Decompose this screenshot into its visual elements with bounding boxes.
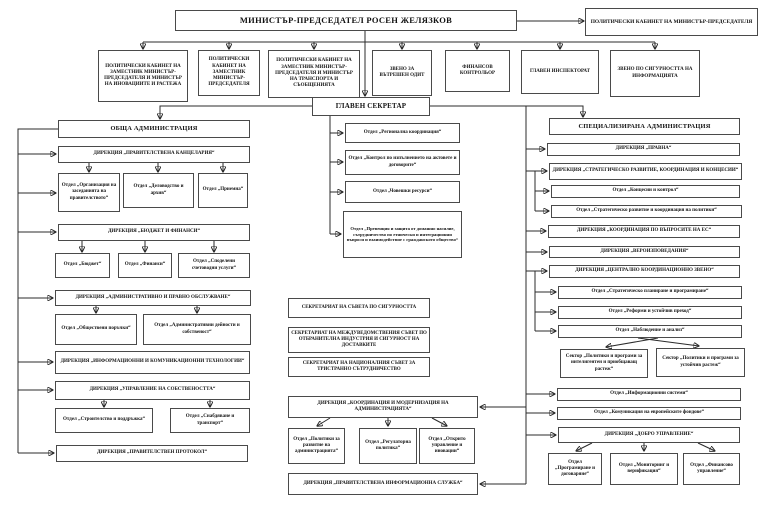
box-dep-records-archive: Отдел „Деловодство и архив“ (123, 173, 194, 208)
box-secretary-general: ГЛАВЕН СЕКРЕТАР (312, 97, 430, 116)
box-dep-strategic-policy-coordination: Отдел „Стратегическо развитие и координа… (551, 205, 742, 218)
box-dep-budget: Отдел „Бюджет“ (55, 253, 110, 278)
box-dir-religious-denominations: ДИРЕКЦИЯ „ВЕРОИЗПОВЕДАНИЯ“ (549, 246, 740, 258)
box-dep-reforms-sustainable-transition: Отдел „Реформи и устойчив преход“ (558, 306, 742, 319)
box-dep-admin-development-policies: Отдел „Политики за развитие на администр… (288, 428, 345, 464)
box-dir-eu-affairs-coordination: ДИРЕКЦИЯ „КООРДИНАЦИЯ ПО ВЪПРОСИТЕ НА ЕС… (548, 225, 740, 238)
box-dep-regional-coordination: Отдел „Регионална координация“ (345, 123, 460, 143)
box-dir-government-chancellery: ДИРЕКЦИЯ „ПРАВИТЕЛСТВЕНА КАНЦЕЛАРИЯ“ (58, 146, 250, 163)
box-dep-monitoring-analysis: Отдел „Наблюдение и анализ“ (558, 325, 742, 338)
box-dep-strategic-planning-programming: Отдел „Стратегическо планиране и програм… (558, 286, 742, 299)
box-chief-inspectorate: ГЛАВЕН ИНСПЕКТОРАТ (521, 50, 599, 94)
box-dep-finance: Отдел „Финанси“ (118, 253, 172, 278)
box-dep-acts-contracts-control: Отдел „Контрол по изпълнението на актове… (345, 150, 460, 175)
box-dep-public-procurement: Отдел „Обществени поръчки“ (55, 314, 137, 345)
box-cabinet-transport: ПОЛИТИЧЕСКИ КАБИНЕТ НА ЗАМЕСТНИК МИНИСТЪ… (268, 50, 360, 98)
box-dir-admin-modernization: ДИРЕКЦИЯ „КООРДИНАЦИЯ И МОДЕРНИЗАЦИЯ НА … (288, 396, 478, 418)
box-dir-government-protocol: ДИРЕКЦИЯ „ПРАВИТЕЛСТВЕН ПРОТОКОЛ“ (56, 445, 248, 462)
box-general-administration-header: ОБЩА АДМИНИСТРАЦИЯ (58, 120, 250, 138)
box-cabinet-innovation-growth: ПОЛИТИЧЕСКИ КАБИНЕТ НА ЗАМЕСТНИК МИНИСТЪ… (98, 50, 188, 102)
box-dep-eu-funds-communication: Отдел „Комуникация на европейските фондо… (557, 407, 741, 420)
box-dep-information-systems: Отдел „Информационни системи“ (557, 388, 741, 401)
box-dep-construction-maintenance: Отдел „Строителство и поддръжка“ (55, 408, 153, 433)
box-information-security-unit: ЗВЕНО ПО СИГУРНОСТТА НА ИНФОРМАЦИЯТА (610, 50, 700, 97)
box-dep-human-resources: Отдел „Човешки ресурси“ (345, 181, 460, 203)
box-financial-controller: ФИНАНСОВ КОНТРОЛЬОР (445, 50, 510, 92)
box-secretariat-defence-industry: СЕКРЕТАРИАТ НА МЕЖДУВЕДОМСТВЕНИЯ СЪВЕТ П… (288, 327, 430, 353)
box-secretariat-tripartite-council: СЕКРЕТАРИАТ НА НАЦИОНАЛНИЯ СЪВЕТ ЗА ТРИС… (288, 357, 430, 377)
box-prime-minister: МИНИСТЪР-ПРЕДСЕДАТЕЛ РОСЕН ЖЕЛЯЗКОВ (175, 10, 517, 31)
box-dep-financial-management: Отдел „Финансово управление“ (683, 453, 740, 485)
box-dep-concessions-control: Отдел „Концесии и контрол“ (551, 185, 740, 198)
box-pm-political-cabinet: ПОЛИТИЧЕСКИ КАБИНЕТ НА МИНИСТЪР-ПРЕДСЕДА… (585, 8, 758, 36)
box-dir-central-coordination-unit: ДИРЕКЦИЯ „ЦЕНТРАЛНО КООРДИНАЦИОННО ЗВЕНО… (549, 265, 740, 278)
box-dir-ict: ДИРЕКЦИЯ „ИНФОРМАЦИОННИ И КОМУНИКАЦИОННИ… (55, 351, 250, 374)
box-sector-smart-inclusive-growth: Сектор „Политики и програми за интелиген… (560, 349, 648, 378)
box-dep-open-government-innovation: Отдел „Открито управление и иновации“ (419, 428, 475, 464)
box-dep-admin-activities-property: Отдел „Административни дейности и собств… (143, 314, 251, 345)
box-dep-programming-contracting: Отдел „Програмиране и договаряне“ (548, 453, 602, 485)
box-dir-government-information-service: ДИРЕКЦИЯ „ПРАВИТЕЛСТВЕНА ИНФОРМАЦИОННА С… (288, 473, 478, 495)
box-dir-good-governance: ДИРЕКЦИЯ „ДОБРО УПРАВЛЕНИЕ“ (558, 427, 740, 443)
box-dep-prevention-civil-society: Отдел „Превенция и защита от домашно нас… (343, 211, 462, 258)
box-dir-budget-finance: ДИРЕКЦИЯ „БЮДЖЕТ И ФИНАНСИ“ (58, 224, 250, 241)
box-dir-property-management: ДИРЕКЦИЯ „УПРАВЛЕНИЕ НА СОБСТВЕНОСТТА“ (55, 381, 250, 400)
box-dir-legal: ДИРЕКЦИЯ „ПРАВНА“ (547, 143, 740, 156)
box-secretariat-security-council: СЕКРЕТАРИАТ НА СЪВЕТА ПО СИГУРНОСТТА (288, 298, 430, 318)
box-dir-admin-legal-services: ДИРЕКЦИЯ „АДМИНИСТРАТИВНО И ПРАВНО ОБСЛУ… (55, 290, 251, 306)
box-dep-monitoring-verification: Отдел „Мониторинг и верификация“ (610, 453, 678, 485)
box-dep-reception: Отдел „Приемна“ (198, 173, 248, 208)
box-sector-sustainable-growth: Сектор „Политики и програми за устойчив … (656, 348, 745, 377)
box-dep-regulatory-policy: Отдел „Регулаторна политика“ (359, 428, 417, 464)
box-cabinet-deputy-pm: ПОЛИТИЧЕСКИ КАБИНЕТ НА ЗАМЕСТНИК МИНИСТЪ… (198, 50, 260, 96)
box-dir-strategic-development-concessions: ДИРЕКЦИЯ „СТРАТЕГИЧЕСКО РАЗВИТИЕ, КООРДИ… (549, 163, 742, 180)
box-dep-cabinet-meetings: Отдел „Организация на заседанията на пра… (58, 173, 120, 212)
box-internal-audit-unit: ЗВЕНО ЗА ВЪТРЕШЕН ОДИТ (372, 50, 432, 96)
box-specialized-administration-header: СПЕЦИАЛИЗИРАНА АДМИНИСТРАЦИЯ (549, 118, 740, 135)
box-dep-supply-transport: Отдел „Снабдяване и транспорт“ (170, 408, 250, 433)
box-dep-shared-accounting: Отдел „Споделени счетоводни услуги“ (178, 253, 250, 278)
